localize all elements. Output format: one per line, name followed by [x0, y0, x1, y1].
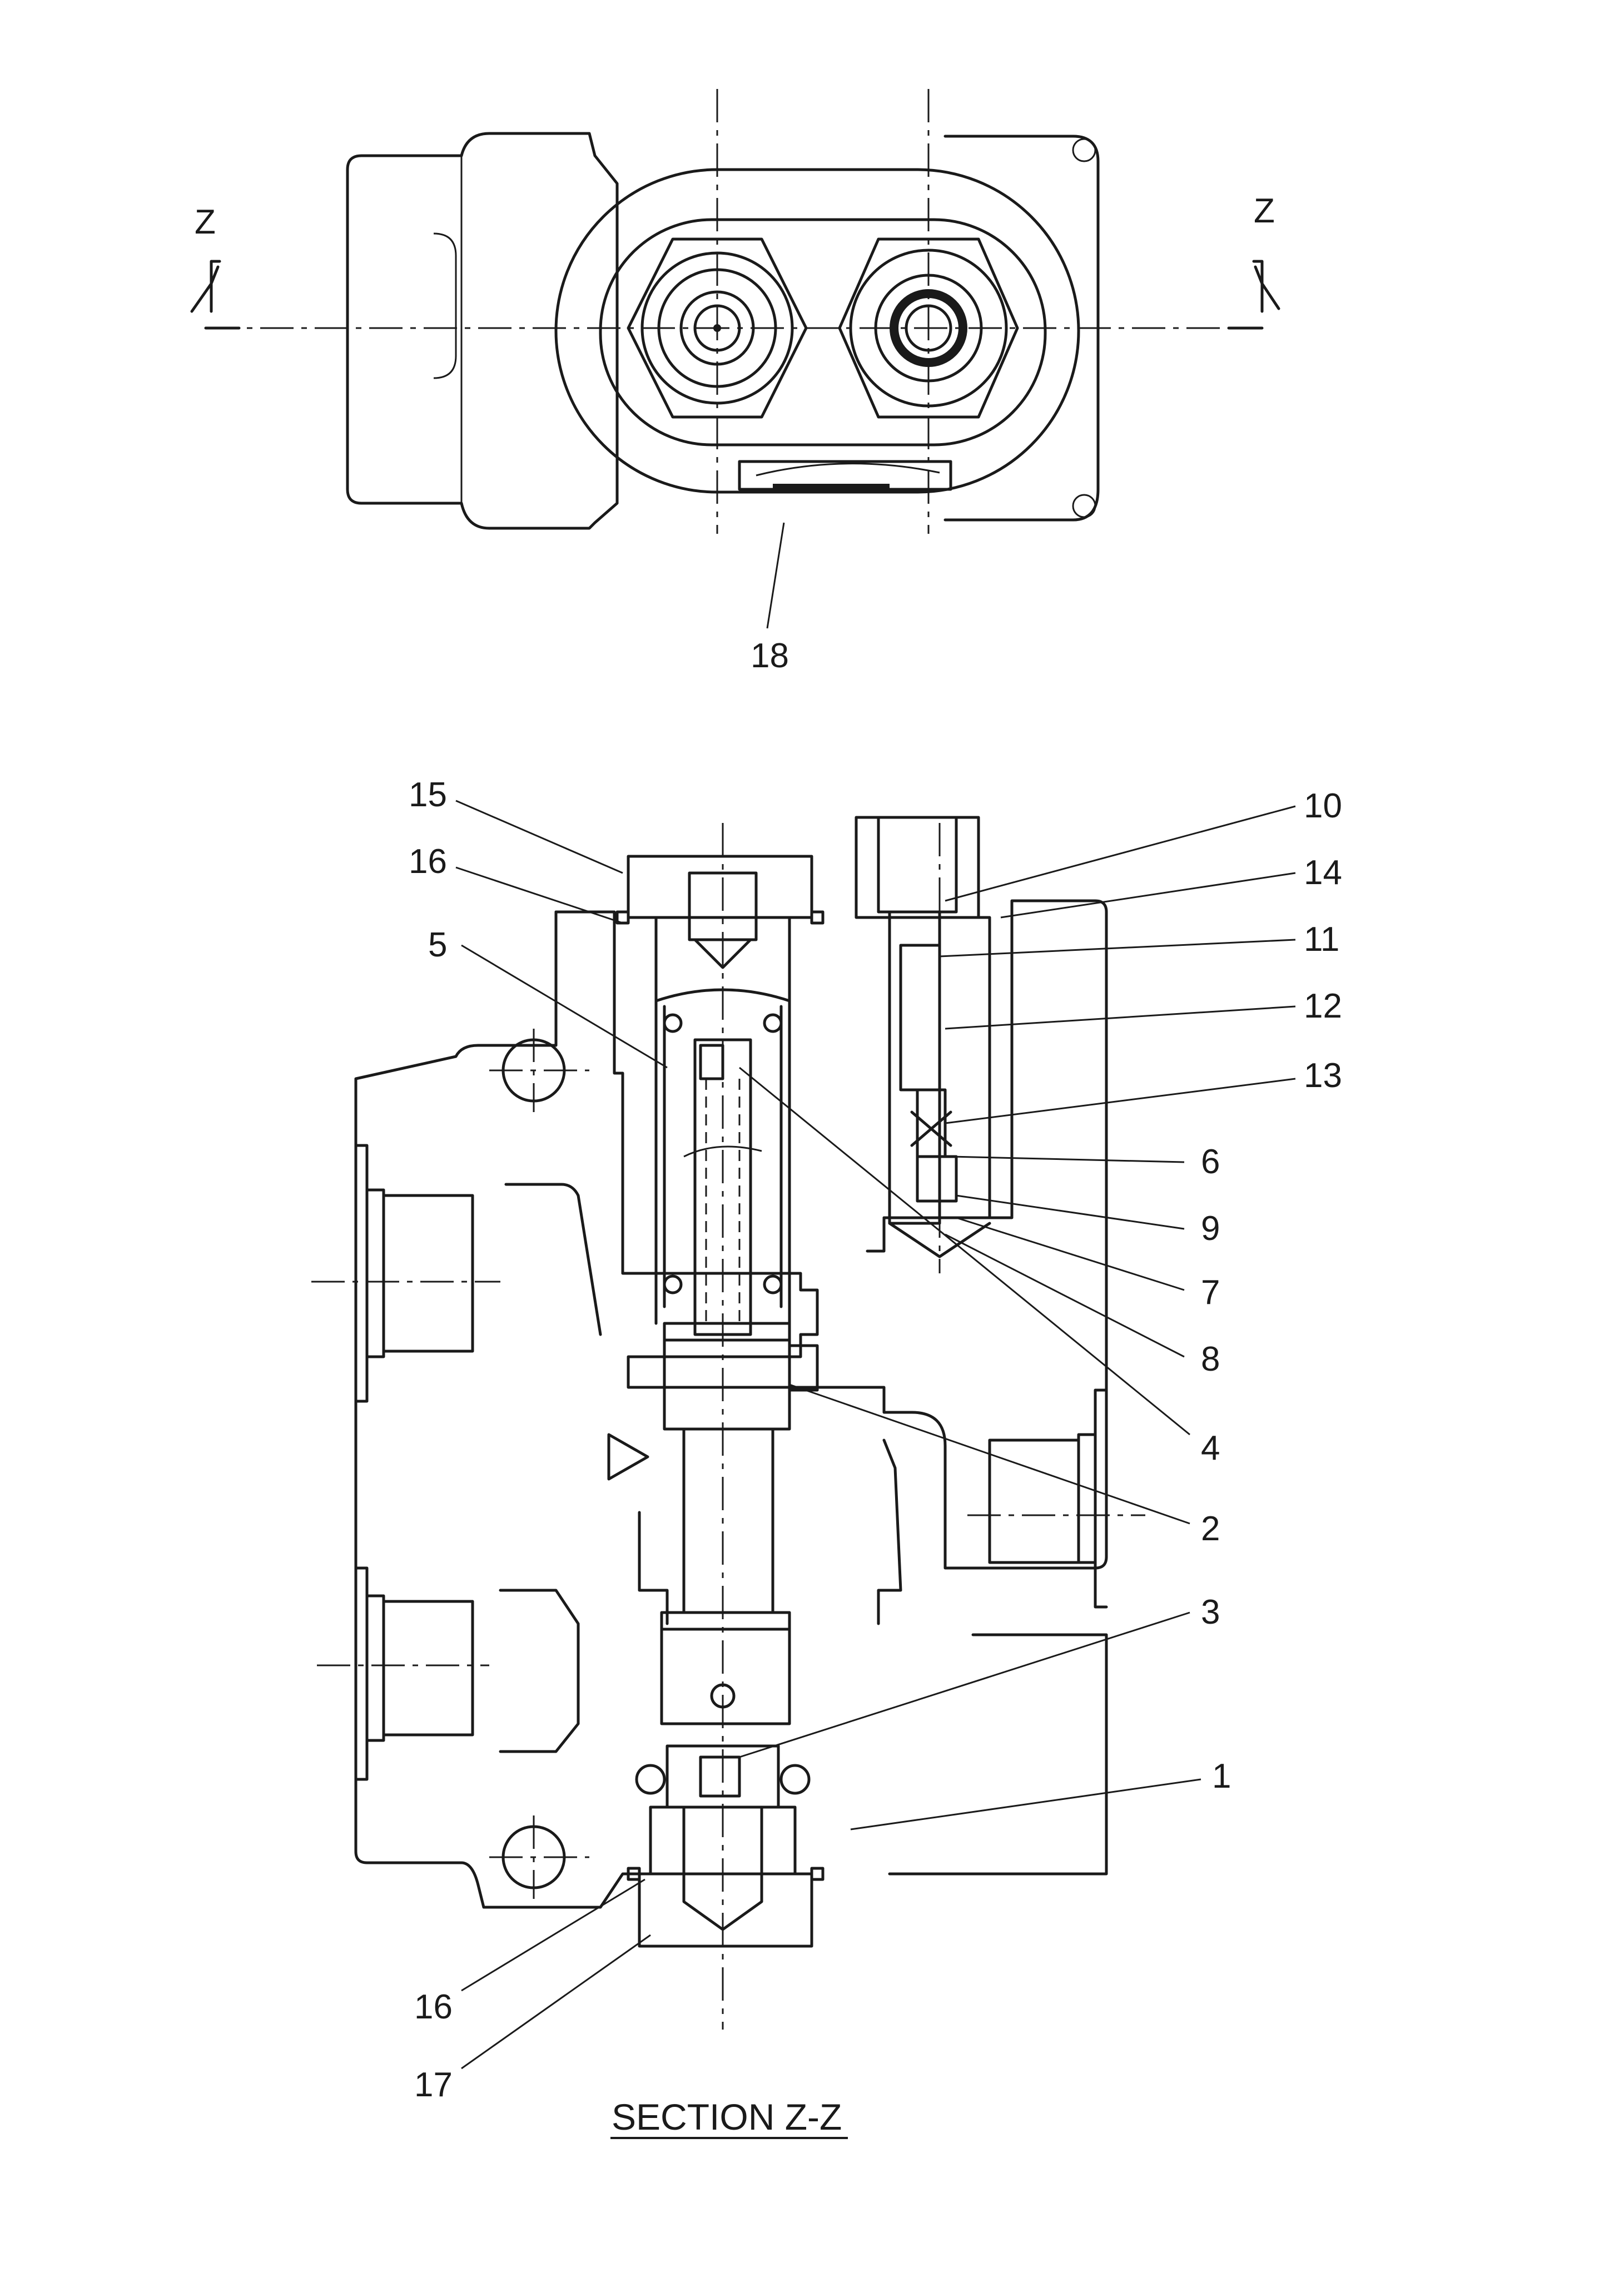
leader-4	[739, 1066, 1190, 1436]
leader-13	[945, 1078, 1296, 1124]
callout-16-top: 16	[409, 842, 447, 881]
callout-6: 6	[1201, 1143, 1220, 1181]
leader-16b	[461, 1878, 645, 1992]
callout-15: 15	[409, 776, 447, 814]
callout-11: 11	[1304, 920, 1339, 959]
leader-15	[455, 800, 623, 874]
section-marker-right: Z	[1254, 192, 1275, 230]
callout-4: 4	[1201, 1429, 1220, 1467]
callout-3: 3	[1201, 1593, 1220, 1631]
leader-9	[956, 1194, 1185, 1230]
leader-14	[1000, 872, 1296, 919]
callout-18: 18	[751, 637, 789, 675]
callout-5: 5	[428, 926, 447, 964]
leader-5	[461, 944, 668, 1069]
callout-17: 17	[414, 2066, 453, 2104]
callout-10: 10	[1304, 787, 1342, 825]
labels: Z Z 18 15 16 5 10 14 11 12 13 6 9 7 8 4 …	[195, 192, 1342, 2139]
leader-lines	[455, 522, 1296, 2070]
section-marker-left: Z	[195, 203, 216, 241]
leader-3	[739, 1611, 1190, 1758]
leader-18	[766, 522, 785, 629]
leader-7	[956, 1217, 1185, 1291]
callout-13: 13	[1304, 1056, 1342, 1095]
leader-6	[950, 1155, 1185, 1163]
top-view	[190, 89, 1280, 534]
leader-8	[945, 1233, 1185, 1358]
leader-2	[789, 1383, 1190, 1525]
leader-12	[945, 1005, 1296, 1030]
leader-17	[461, 1934, 651, 2070]
leader-1	[850, 1778, 1201, 1830]
callout-14: 14	[1304, 854, 1342, 892]
section-title: SECTION Z-Z	[612, 2096, 842, 2137]
callout-12: 12	[1304, 987, 1342, 1025]
callout-16-bottom: 16	[414, 1988, 453, 2026]
callout-1: 1	[1212, 1757, 1231, 1795]
callout-8: 8	[1201, 1340, 1220, 1378]
leader-10	[945, 805, 1296, 902]
callout-9: 9	[1201, 1209, 1220, 1248]
callout-7: 7	[1201, 1273, 1220, 1312]
leader-16a	[455, 866, 623, 924]
leader-11	[939, 939, 1296, 958]
section-view	[311, 816, 1145, 2030]
callout-2: 2	[1201, 1510, 1220, 1548]
